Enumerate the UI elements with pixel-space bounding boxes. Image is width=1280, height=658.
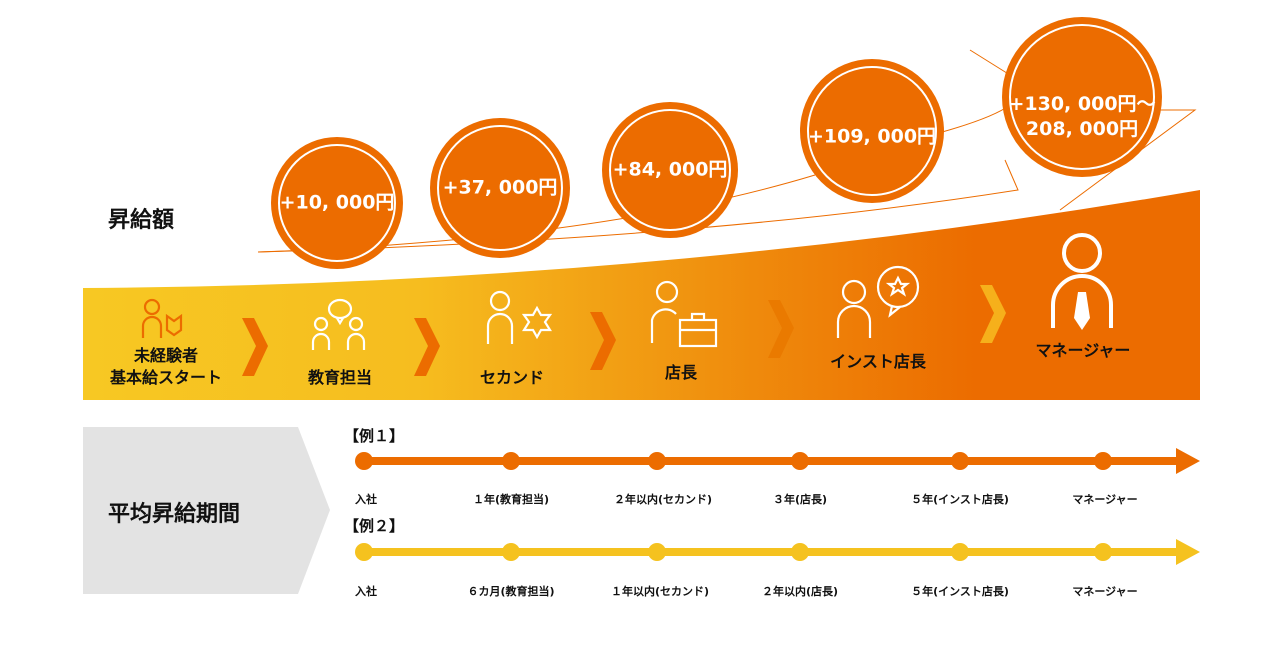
stage-label: 教育担当 (307, 368, 373, 387)
growth-band (83, 190, 1200, 400)
raise-circles (271, 17, 1162, 269)
timeline-example-2 (355, 539, 1200, 565)
chevron-icons (242, 285, 1006, 376)
person-badge-icon (836, 265, 920, 338)
timeline-label: ２年以内(店長) (761, 585, 839, 598)
stage-label: インスト店長 (830, 352, 926, 371)
timeline-label: 入社 (355, 585, 377, 598)
stage-label: 店長 (664, 363, 698, 382)
timeline-label: １年(教育担当) (472, 493, 550, 506)
timeline-label: マネージャー (1072, 493, 1138, 506)
stage-label: 未経験者 基本給スタート (109, 346, 223, 387)
timeline-example-1 (355, 448, 1200, 474)
stage-label: マネージャー (1035, 341, 1131, 360)
raise-amount: +130, 000円〜 208, 000円 (1008, 93, 1156, 140)
timeline-label: ２年以内(セカンド) (613, 493, 713, 506)
raise-heading: 昇給額 (108, 208, 175, 233)
stage-label: セカンド (479, 368, 545, 387)
timeline-label: １年以内(セカンド) (610, 585, 710, 598)
people-talking-icon (311, 298, 366, 350)
period-label-box (83, 427, 330, 594)
example-title: 【例２】 (344, 517, 405, 535)
raise-amount: +109, 000円 (807, 125, 937, 148)
timeline-label: ５年(インスト店長) (911, 493, 1009, 506)
timeline-label: ３年(店長) (772, 493, 828, 506)
timeline-label: 入社 (355, 493, 377, 506)
timeline-label: ６カ月(教育担当) (467, 585, 555, 598)
person-briefcase-icon (650, 280, 718, 348)
example-title: 【例１】 (344, 427, 405, 445)
person-tie-icon (1051, 233, 1113, 330)
person-star-icon (486, 290, 553, 344)
timeline-label: マネージャー (1072, 585, 1138, 598)
raise-amount: +37, 000円 (442, 176, 558, 199)
raise-amount: +84, 000円 (612, 158, 728, 181)
timeline-label: ５年(インスト店長) (911, 585, 1009, 598)
period-label: 平均昇給期間 (108, 502, 241, 527)
beginner-person-icon (141, 298, 183, 338)
raise-amount: +10, 000円 (279, 191, 395, 214)
